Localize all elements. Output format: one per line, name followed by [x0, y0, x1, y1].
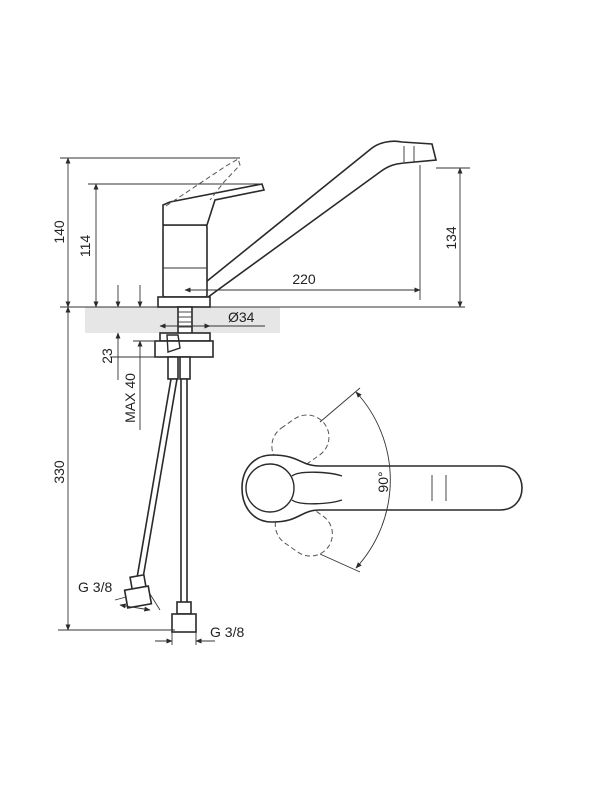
dim-lever-rotation-angle: 90°	[375, 471, 391, 492]
mount-clamp	[166, 334, 181, 353]
rotation-angle-arc	[355, 391, 391, 569]
lever-rotated-down	[274, 502, 333, 557]
hose-left	[136, 378, 178, 579]
dim-hose-thread-left: G 3/8	[78, 579, 112, 595]
faucet-lever	[162, 183, 266, 226]
lever-pivot-circle	[245, 463, 295, 513]
hose-fitting-right	[176, 601, 192, 615]
dim-hose-length: 330	[51, 460, 67, 484]
mount-stud	[177, 306, 193, 336]
dim-mount-hole-diameter: Ø34	[228, 309, 255, 325]
dim-base-thickness: 23	[99, 348, 115, 364]
faucet-base	[157, 296, 211, 308]
dim-hose-thread-right: G 3/8	[210, 624, 244, 640]
lever-top-view: 90°	[241, 387, 523, 573]
lever-raised-outline	[165, 158, 241, 207]
dim-total-height: 140	[51, 220, 67, 244]
faucet-body	[162, 224, 208, 298]
dim-spout-height: 134	[443, 226, 459, 250]
dim-body-height: 114	[77, 235, 93, 258]
faucet-side-view	[123, 140, 438, 633]
hose-right	[180, 378, 188, 607]
faucet-spout	[194, 140, 438, 302]
dim-spout-reach: 220	[292, 271, 316, 287]
mount-nut	[154, 340, 214, 358]
lever-rotated-up	[271, 414, 330, 469]
dim-max-countertop: MAX 40	[122, 373, 138, 423]
